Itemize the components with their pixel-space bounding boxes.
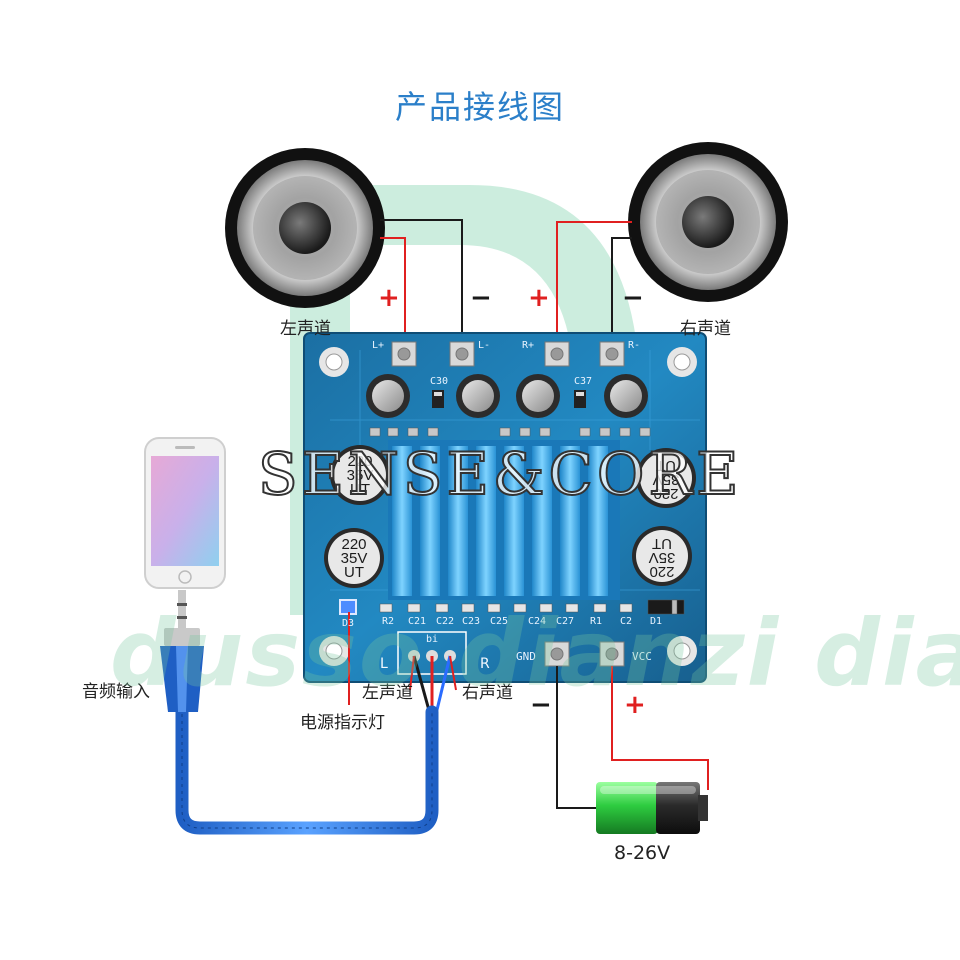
silk-c24: C24	[528, 616, 547, 627]
silk-d1: D1	[650, 616, 663, 627]
silk-d3: D3	[342, 618, 355, 629]
smartphone-icon	[144, 437, 226, 589]
gnd-minus-sign: −	[530, 690, 552, 720]
terminal-label-l-minus: L-	[478, 340, 491, 351]
amplifier-board	[303, 332, 707, 683]
terminal-label-l-plus: L+	[372, 340, 385, 351]
audio-input-wires	[412, 655, 452, 715]
silk-c30: C30	[430, 376, 449, 387]
left-channel-input-label: 左声道	[362, 683, 413, 703]
silk-r1: R1	[590, 616, 603, 627]
watermark-text: SENSE&CORE	[257, 439, 743, 509]
battery-icon	[596, 782, 708, 834]
right-channel-input-label: 右声道	[462, 683, 513, 703]
left-speaker-icon	[225, 148, 385, 308]
smd-components-bottom	[379, 599, 685, 615]
silk-gnd: GND	[516, 650, 536, 663]
vcc-plus-sign: +	[624, 690, 646, 720]
annotation-leaders	[348, 612, 457, 705]
left-minus-sign: −	[470, 283, 492, 313]
silk-c37: C37	[574, 376, 593, 387]
silk-channel-r: R	[480, 656, 490, 672]
power-indicator-label: 电源指示灯	[300, 713, 385, 733]
audio-input-label: 音频输入	[82, 682, 150, 702]
page-title: 产品接线图	[394, 88, 565, 126]
right-plus-sign: +	[528, 283, 550, 313]
left-speaker-label: 左声道	[280, 319, 331, 339]
right-speaker-label: 右声道	[680, 319, 731, 339]
voltage-label: 8-26V	[614, 842, 671, 864]
silk-c27: C27	[556, 616, 575, 627]
right-minus-sign: −	[622, 283, 644, 313]
silk-vcc: VCC	[632, 650, 652, 663]
silk-c2: C2	[620, 616, 633, 627]
large-capacitors	[324, 445, 696, 588]
silk-c23: C23	[462, 616, 481, 627]
silk-channel-l: L	[380, 656, 388, 672]
audio-jack-icon	[160, 590, 204, 712]
small-capacitors	[366, 374, 648, 418]
terminal-label-r-plus: R+	[522, 340, 535, 351]
watermark-script: dusso dianzi dian	[110, 600, 960, 707]
silk-r2: R2	[382, 616, 395, 627]
speaker-terminals	[391, 341, 625, 367]
silk-c21: C21	[408, 616, 427, 627]
power-wires	[556, 666, 709, 809]
smd-components-top	[369, 427, 651, 437]
right-speaker-icon	[628, 142, 788, 302]
silk-audio-header: bi	[426, 634, 439, 645]
speaker-wires	[380, 219, 632, 340]
silk-c22: C22	[436, 616, 455, 627]
silk-c25: C25	[490, 616, 509, 627]
left-plus-sign: +	[378, 283, 400, 313]
mount-holes	[319, 347, 697, 666]
terminal-label-r-minus: R-	[628, 340, 641, 351]
heatsink	[388, 440, 620, 600]
